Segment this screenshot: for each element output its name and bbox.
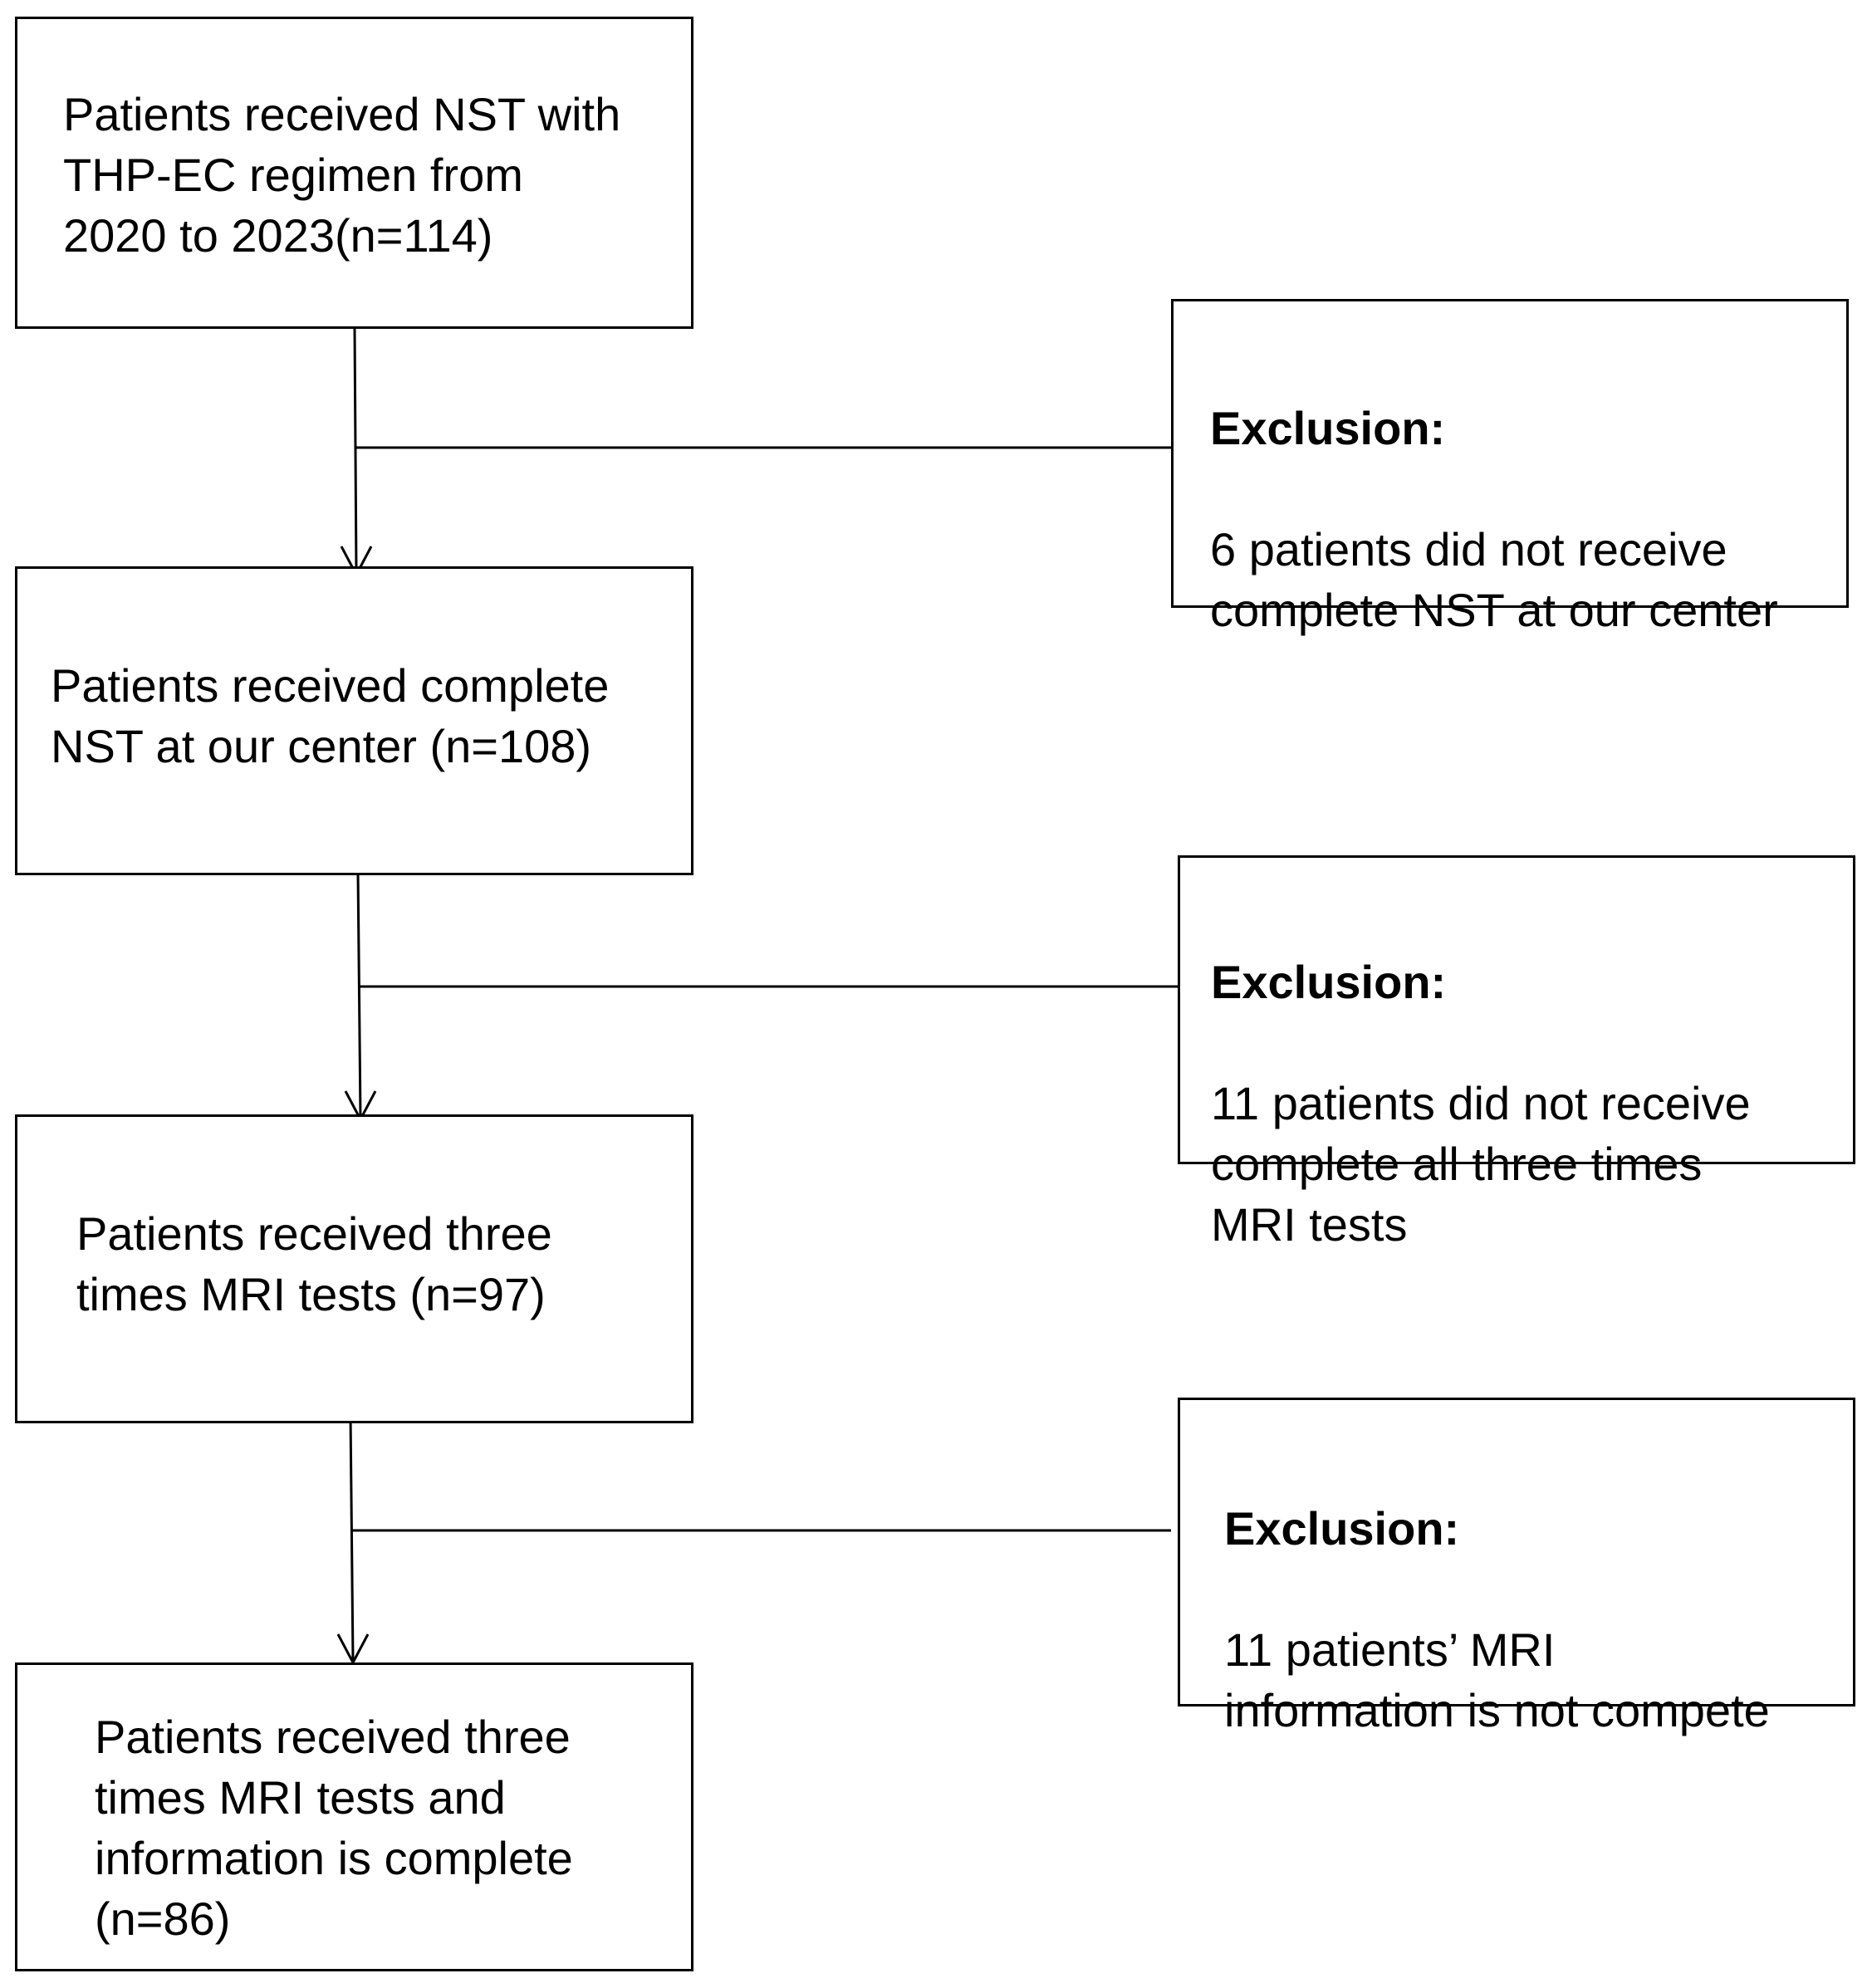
step-box-2: Patients received complete NST at our ce… — [15, 566, 693, 875]
exclusion-heading-3: Exclusion: — [1224, 1502, 1460, 1555]
exclusion-box-1: Exclusion: 6 patients did not receive co… — [1171, 299, 1849, 636]
step-box-1: Patients received NST with THP-EC regime… — [15, 17, 693, 329]
exclusion-heading-2: Exclusion: — [1211, 956, 1447, 1008]
step-text-3: Patients received three times MRI tests … — [76, 1207, 552, 1320]
connector-line-2 — [356, 871, 362, 1119]
exclusion-text-1: 6 patients did not receive complete NST … — [1210, 523, 1778, 636]
exclusion-box-2: Exclusion: 11 patients did not receive c… — [1178, 855, 1855, 1251]
step-text-1: Patients received NST with THP-EC regime… — [63, 88, 621, 262]
exclusion-text-3: 11 patients’ MRI information is not comp… — [1224, 1623, 1770, 1736]
step-box-4: Patients received three times MRI tests … — [15, 1662, 693, 1971]
connector-line-3 — [349, 1414, 355, 1662]
step-box-3: Patients received three times MRI tests … — [15, 1114, 693, 1423]
exclusion-heading-1: Exclusion: — [1210, 402, 1446, 454]
step-text-4: Patients received three times MRI tests … — [95, 1711, 573, 1945]
step-text-2: Patients received complete NST at our ce… — [51, 659, 610, 772]
exclusion-box-3: Exclusion: 11 patients’ MRI information … — [1178, 1398, 1855, 1736]
connector-line-1 — [353, 328, 358, 574]
exclusion-text-2: 11 patients did not receive complete all… — [1211, 1077, 1751, 1251]
